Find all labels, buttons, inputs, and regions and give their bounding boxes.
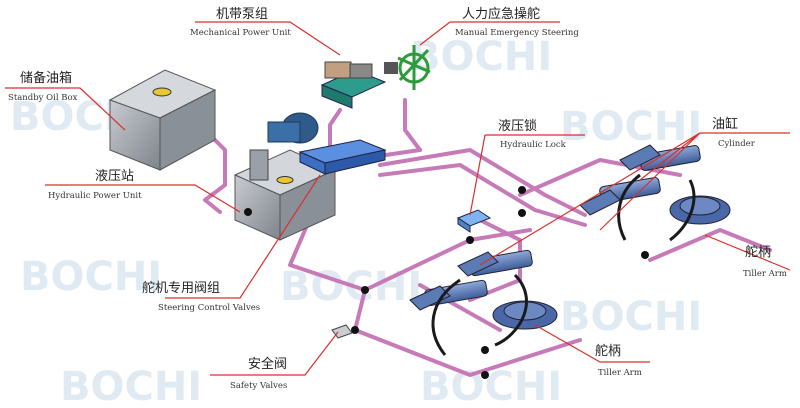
label-hydraulic-lock-en: Hydraulic Lock xyxy=(500,140,567,150)
watermark-text-2: BOCHI xyxy=(410,34,552,80)
leader-lines xyxy=(5,21,791,376)
label-cylinder-cn: 油缸 xyxy=(712,116,738,132)
leader-cyl-1 xyxy=(639,132,790,181)
pipe-lower-bottom xyxy=(353,328,582,377)
leader-safety xyxy=(210,331,339,376)
label-manual-emergency-steering-cn: 人力应急操舵 xyxy=(462,6,540,22)
label-safety-valves-en: Safety Valves xyxy=(230,381,287,391)
label-steering-control-valves-en: Steering Control Valves xyxy=(158,303,260,313)
steering-control-valves xyxy=(298,139,387,175)
pipe-manual-down xyxy=(403,98,422,152)
label-hydraulic-lock-cn: 液压锁 xyxy=(498,118,537,134)
junction-fittings xyxy=(244,186,649,379)
leader-lock xyxy=(469,134,585,216)
leader-manual xyxy=(419,21,560,46)
label-mechanical-power-unit-cn: 机带泵组 xyxy=(216,7,268,22)
pipe-right-down xyxy=(648,228,772,262)
watermark-text-7: BOCHI xyxy=(60,364,202,408)
label-manual-emergency-steering-en: Manual Emergency Steering xyxy=(455,28,579,38)
pipe-oilbox-to-station xyxy=(203,128,227,214)
label-mechanical-power-unit-en: Mechanical Power Unit xyxy=(190,28,291,38)
hydraulic-power-unit xyxy=(233,112,337,241)
labels: 机带泵组 Mechanical Power Unit 人力应急操舵 Manual… xyxy=(8,6,787,391)
watermark-text-3: BOCHI xyxy=(560,104,702,150)
label-standby-oil-box-en: Standby Oil Box xyxy=(8,93,78,103)
leader-tiller-r xyxy=(704,234,791,271)
watermark-text-4: BOCHI xyxy=(20,254,162,300)
label-safety-valves-cn: 安全阀 xyxy=(248,356,287,372)
pipe-lower-left xyxy=(288,193,367,332)
label-hydraulic-power-unit-en: Hydraulic Power Unit xyxy=(48,191,142,201)
watermark-text-6: BOCHI xyxy=(560,294,702,340)
lower-cylinder-assembly xyxy=(409,249,558,356)
label-tiller-arm-right-cn: 舵柄 xyxy=(745,245,771,260)
label-tiller-arm-bottom-cn: 舵柄 xyxy=(595,344,621,359)
label-steering-control-valves-cn: 舵机专用阀组 xyxy=(142,281,220,296)
upper-cylinder-assembly xyxy=(579,144,731,242)
standby-oil-box xyxy=(108,69,217,171)
manual-emergency-steering xyxy=(384,45,431,90)
leader-cyl-3 xyxy=(479,132,701,266)
label-tiller-arm-bottom-en: Tiller Arm xyxy=(598,368,642,378)
label-standby-oil-box-cn: 储备油箱 xyxy=(20,70,72,86)
label-cylinder-en: Cylinder xyxy=(718,139,756,149)
pipe-mech-unit-down xyxy=(328,108,342,152)
pipe-main-right xyxy=(378,148,587,217)
label-tiller-arm-right-en: Tiller Arm xyxy=(743,269,787,279)
leader-tiller-b xyxy=(534,324,650,363)
leader-mech xyxy=(195,21,341,56)
mechanical-power-unit xyxy=(320,61,387,109)
label-hydraulic-power-unit-cn: 液压站 xyxy=(95,169,134,184)
leader-valves xyxy=(165,174,321,299)
hydraulic-lock xyxy=(456,209,492,233)
leader-cyl-2 xyxy=(599,132,701,231)
leader-station xyxy=(45,184,241,213)
leader-oilbox xyxy=(5,87,126,131)
watermark-text-8: BOCHI xyxy=(420,364,562,408)
